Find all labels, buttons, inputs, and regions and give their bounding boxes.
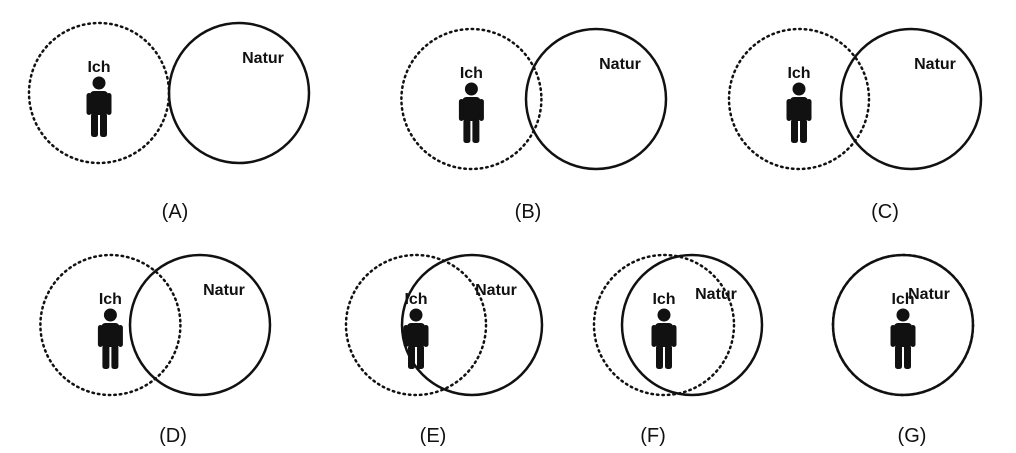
self-circle [344,253,488,397]
nature-label: Natur [695,286,737,303]
nature-circle [620,253,764,397]
panel-label: (A) [162,201,189,223]
nature-label: Natur [203,282,245,299]
panel-label: (E) [420,425,447,447]
panel-a: Ich Natur (A) [27,21,311,223]
nature-label: Natur [242,50,284,67]
nature-label: Natur [475,282,517,299]
overlap-region [130,255,181,395]
panel-f: Ich Natur (F) [592,253,764,447]
self-circle [831,253,975,397]
panel-b: Ich Natur (B) [400,27,668,223]
panel-d: Ich Natur (D) [39,253,272,447]
panel-c: Ich Natur (C) [727,27,983,223]
self-circle [400,27,543,171]
person-icon [97,308,123,369]
panel-label: (C) [871,201,899,223]
panel-label: (F) [640,425,666,447]
nature-circle [839,27,983,171]
person-icon [786,82,812,143]
nature-label: Natur [599,56,641,73]
person-icon [86,76,112,137]
panel-label: (D) [159,425,187,447]
panel-label: (B) [515,201,542,223]
panel-e: Ich Natur (E) [344,253,544,447]
nature-circle [524,27,668,171]
self-circle [27,21,171,165]
nature-label: Natur [908,286,950,303]
nature-circle [167,21,311,165]
self-label: Ich [460,65,483,82]
person-icon [458,82,484,143]
self-label: Ich [787,65,810,82]
self-label: Ich [99,291,122,308]
nature-circle [128,253,272,397]
nature-circle [400,253,544,397]
self-label: Ich [404,291,427,308]
self-circle [592,253,736,397]
self-circle [727,27,871,171]
self-circle [39,253,182,397]
nature-label: Natur [914,56,956,73]
self-label: Ich [652,291,675,308]
panel-label: (G) [898,425,927,447]
self-label: Ich [891,291,914,308]
self-label: Ich [87,59,110,76]
